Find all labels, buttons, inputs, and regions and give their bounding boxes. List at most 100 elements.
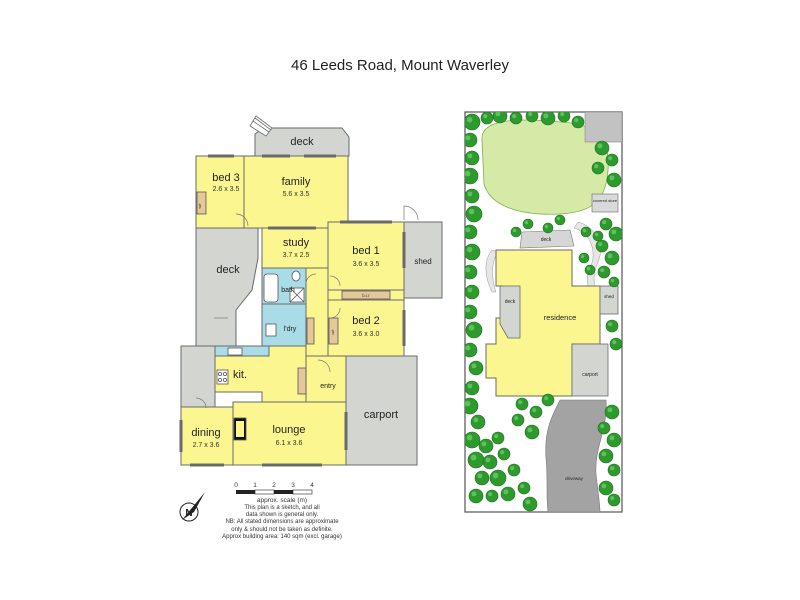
tree-icon bbox=[467, 451, 485, 469]
driveway-shape bbox=[545, 399, 607, 512]
scale-tick-1: 1 bbox=[253, 482, 257, 489]
tree-icon bbox=[465, 264, 478, 280]
tree-icon bbox=[465, 304, 478, 320]
tree-icon bbox=[491, 431, 505, 445]
scale-bar: 0 1 2 3 4 bbox=[234, 482, 314, 495]
bed3-robe bbox=[196, 191, 207, 215]
bed2-label: bed 2 bbox=[352, 315, 380, 327]
bath-label: bath bbox=[281, 287, 295, 294]
lounge-label: lounge bbox=[272, 424, 305, 436]
hall-linen bbox=[306, 317, 315, 345]
study-dims: 3.7 x 2.5 bbox=[283, 252, 310, 259]
tree-highlight bbox=[527, 427, 533, 433]
tree-icon bbox=[584, 264, 596, 276]
tree-icon bbox=[468, 360, 484, 376]
tree-highlight bbox=[574, 118, 579, 123]
tree-highlight bbox=[465, 170, 471, 177]
tree-highlight bbox=[465, 400, 471, 407]
covered-store-shape bbox=[591, 193, 619, 213]
tree-highlight bbox=[471, 363, 477, 369]
tree-icon bbox=[510, 226, 522, 238]
tree-icon bbox=[465, 284, 480, 300]
tree-icon bbox=[597, 421, 611, 435]
robe-label-1: w/r bbox=[197, 203, 202, 209]
note-line: NB: All stated dimensions are approximat… bbox=[225, 519, 339, 526]
tree-highlight bbox=[520, 484, 525, 489]
laundry-trough bbox=[265, 323, 277, 337]
tree-highlight bbox=[610, 278, 615, 283]
bathtub bbox=[263, 273, 279, 303]
study-label: study bbox=[283, 237, 310, 249]
tree-highlight bbox=[500, 450, 505, 455]
hall-robe bbox=[297, 367, 307, 395]
family-dims: 5.6 x 3.5 bbox=[283, 191, 310, 198]
tree-highlight bbox=[598, 242, 603, 247]
tree-icon bbox=[609, 337, 622, 351]
tree-highlight bbox=[467, 287, 473, 293]
tree-icon bbox=[465, 188, 480, 204]
tree-highlight bbox=[525, 499, 531, 505]
tree-icon bbox=[500, 486, 516, 502]
tree-icon bbox=[507, 463, 521, 477]
tree-highlight bbox=[611, 229, 617, 235]
tree-icon bbox=[465, 380, 480, 396]
side-path bbox=[485, 249, 499, 293]
tree-highlight bbox=[512, 114, 517, 119]
bed3-dims: 2.6 x 3.5 bbox=[213, 186, 240, 193]
tree-icon bbox=[599, 217, 613, 231]
tree-icon bbox=[591, 161, 605, 175]
tree-highlight bbox=[467, 383, 473, 389]
tree-highlight bbox=[528, 112, 533, 117]
tree-highlight bbox=[465, 307, 471, 313]
tree-icon bbox=[517, 481, 531, 495]
scale-tick-0: 0 bbox=[234, 482, 238, 489]
bed1-label: bed 1 bbox=[352, 245, 380, 257]
tree-icon bbox=[465, 205, 483, 223]
tree-icon bbox=[605, 153, 619, 167]
tree-icon bbox=[470, 414, 486, 430]
tree-icon bbox=[465, 113, 481, 131]
tree-highlight bbox=[544, 396, 549, 401]
tree-highlight bbox=[600, 268, 605, 273]
tree-icon bbox=[482, 454, 498, 470]
side-path-shape bbox=[180, 345, 216, 408]
tree-highlight bbox=[597, 143, 603, 149]
kitchen-sink bbox=[227, 347, 243, 356]
tree-highlight bbox=[601, 483, 607, 489]
tree-icon bbox=[524, 424, 540, 440]
bed3-label: bed 3 bbox=[212, 172, 240, 184]
tree-icon bbox=[511, 413, 525, 427]
tree-highlight bbox=[586, 266, 591, 271]
note-line: This plan is a sketch, and all bbox=[244, 505, 320, 511]
tree-highlight bbox=[471, 491, 477, 497]
property-title: 46 Leeds Road, Mount Waverley bbox=[291, 57, 509, 74]
tree-icon bbox=[604, 250, 620, 266]
toilet bbox=[291, 270, 301, 282]
tree-highlight bbox=[465, 135, 471, 141]
entry-shape bbox=[305, 355, 347, 403]
bed2-robe bbox=[328, 317, 339, 345]
tree-icon bbox=[465, 397, 479, 415]
tree-icon bbox=[529, 405, 543, 419]
tree-highlight bbox=[467, 153, 473, 159]
tree-highlight bbox=[512, 228, 517, 233]
site-shed-shape bbox=[599, 285, 619, 315]
tree-highlight bbox=[601, 451, 607, 457]
floor-fixtures bbox=[196, 191, 391, 441]
tree-icon bbox=[465, 243, 481, 261]
tree-highlight bbox=[481, 441, 487, 447]
tree-icon bbox=[606, 432, 622, 448]
tree-highlight bbox=[473, 417, 479, 423]
bed2-dims: 3.6 x 3.0 bbox=[353, 331, 380, 338]
tree-icon bbox=[497, 447, 511, 461]
tree-icon bbox=[607, 493, 621, 507]
tree-highlight bbox=[503, 489, 509, 495]
floor-windows bbox=[179, 154, 406, 467]
site-carport-shape bbox=[571, 343, 609, 397]
tree-highlight bbox=[543, 113, 549, 119]
tree-highlight bbox=[495, 112, 501, 117]
tree-icon bbox=[480, 112, 494, 125]
tree-highlight bbox=[580, 254, 585, 259]
tree-highlight bbox=[602, 220, 607, 225]
